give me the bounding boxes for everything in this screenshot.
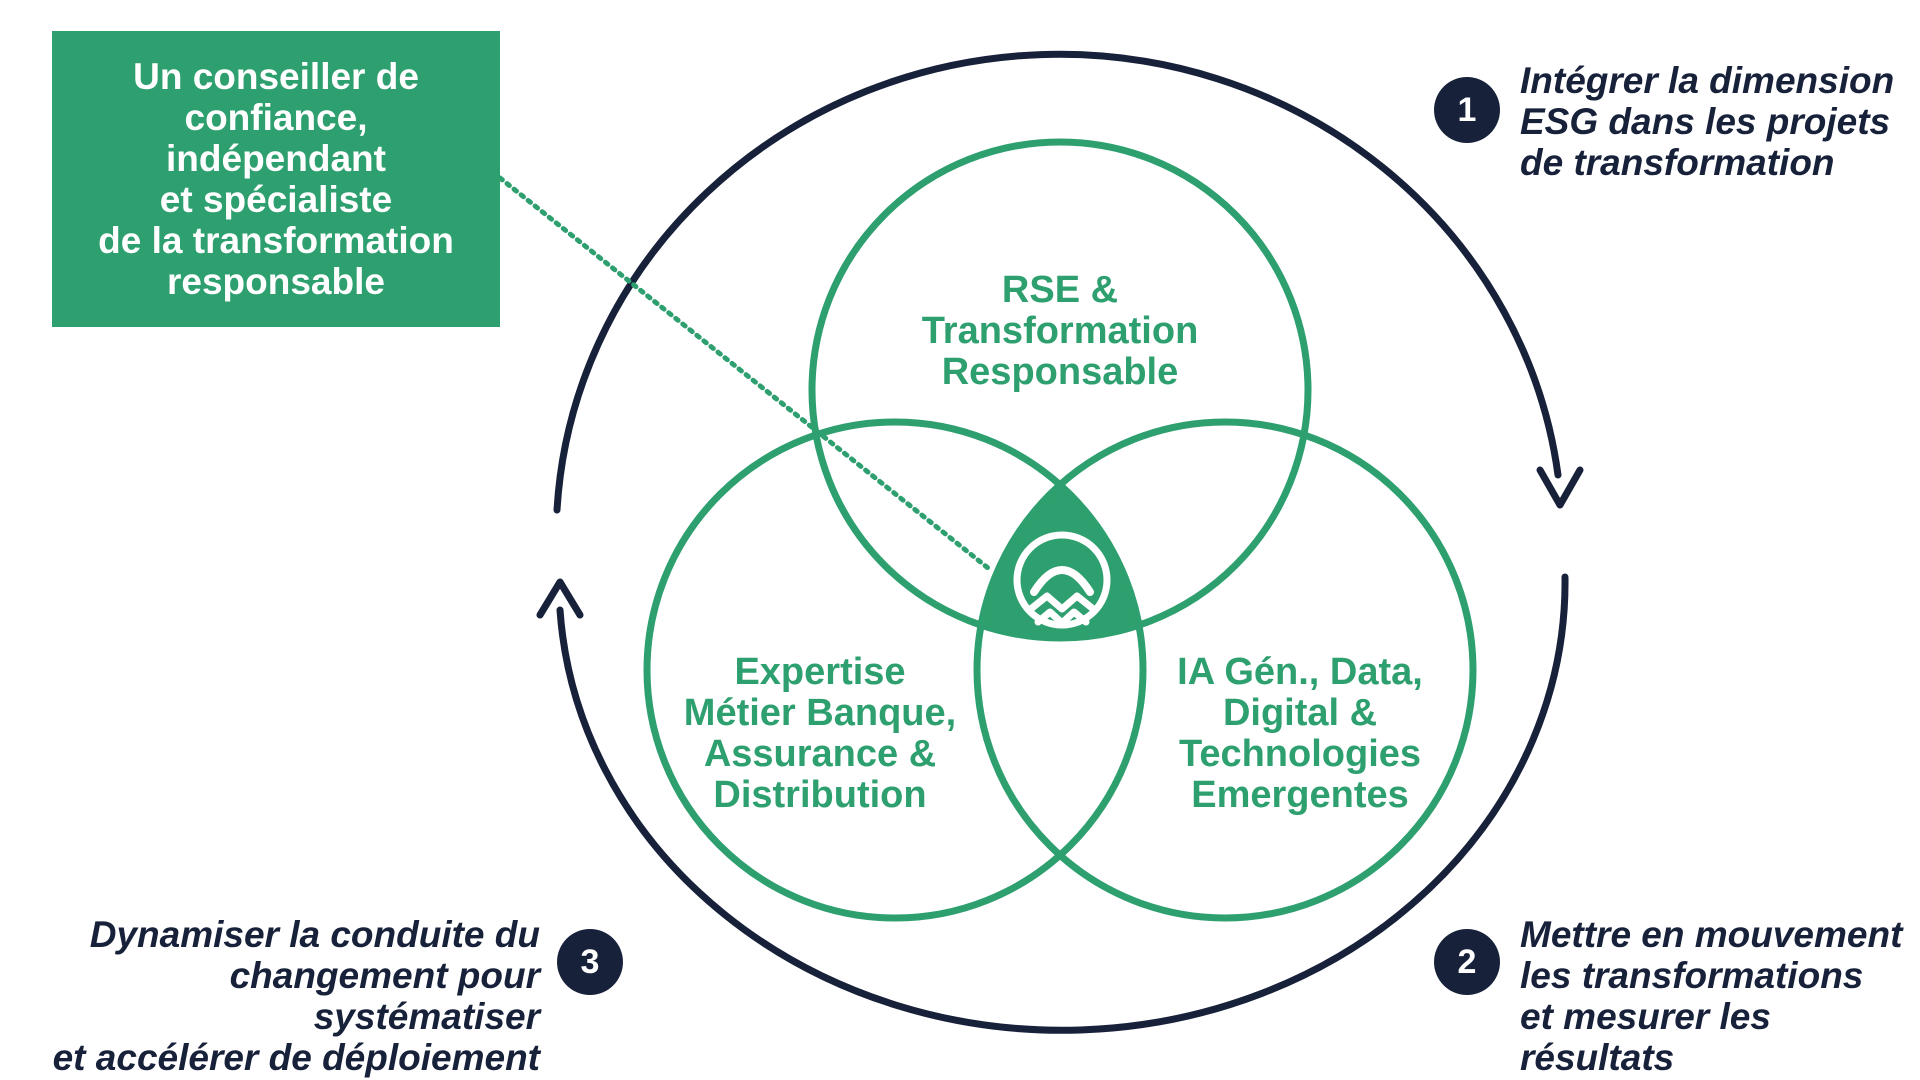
venn-circle-right [973,418,1477,922]
cycle-arc-bottom [556,573,1569,1034]
step-1-badge: 1 [1434,77,1500,143]
cycle-arrowhead-left [536,578,584,619]
arch-mountain-logo-icon [1013,531,1111,629]
cycle-arrowhead-right [1536,466,1584,509]
step-1-text: Intégrer la dimension ESG dans les proje… [1520,60,1895,183]
callout-box: Un conseiller de confiance, indépendant … [52,31,500,327]
cycle-arc-top [553,50,1562,514]
circle-label-right: IA Gén., Data, Digital & Technologies Em… [1177,651,1423,816]
circle-label-left: Expertise Métier Banque, Assurance & Dis… [683,651,957,816]
circle-label-top: RSE & Transformation Responsable [921,269,1199,393]
step-3-text: Dynamiser la conduite du changement pour… [52,914,540,1078]
step-3-badge: 3 [557,929,623,995]
step-2-badge: 2 [1434,929,1500,995]
callout-text: Un conseiller de confiance, indépendant … [98,56,454,302]
step-2-text: Mettre en mouvement les transformations … [1520,914,1903,1078]
venn-circle-left [643,418,1147,922]
venn-circle-top [808,138,1312,642]
callout-connector [497,175,991,571]
venn-center-intersection [977,422,1143,638]
